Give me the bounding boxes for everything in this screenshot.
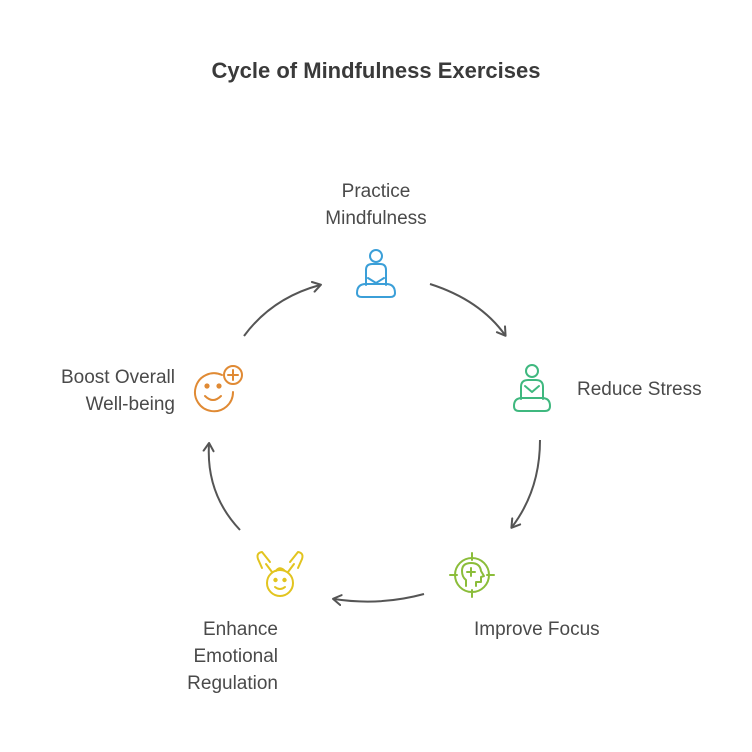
- step-label-practice-mindfulness: Practice Mindfulness: [296, 178, 456, 232]
- diagram-title: Cycle of Mindfulness Exercises: [211, 58, 541, 83]
- label-line: Mindfulness: [325, 208, 427, 229]
- label-line: Regulation: [187, 673, 278, 694]
- cycle-arrow-3: [332, 593, 425, 606]
- cycle-arrow-1: [429, 283, 507, 337]
- label-line: Enhance: [202, 619, 278, 640]
- head-target-icon: [449, 552, 495, 598]
- cycle-arrow-5: [243, 281, 322, 337]
- step-label-reduce-stress: Reduce Stress: [577, 376, 747, 403]
- cycle-arrow-2: [510, 439, 541, 529]
- smile-plus-icon: [194, 365, 243, 413]
- label-line: Boost Overall: [60, 367, 175, 388]
- cared-face-icon: [256, 551, 304, 597]
- label-line: Emotional: [193, 646, 279, 667]
- step-label-enhance-emotional-regulation: Enhance Emotional Regulation: [118, 616, 278, 697]
- label-line: Well-being: [85, 394, 175, 415]
- step-label-boost-overall-well-being: Boost Overall Well-being: [15, 364, 175, 418]
- cycle-arrow-4: [202, 442, 241, 531]
- meditating-person-icon: [356, 249, 396, 298]
- relaxed-person-icon: [513, 364, 551, 412]
- step-label-improve-focus: Improve Focus: [474, 616, 674, 643]
- label-line: Practice: [341, 181, 411, 202]
- label-line: Reduce Stress: [577, 379, 702, 400]
- label-line: Improve Focus: [474, 619, 600, 640]
